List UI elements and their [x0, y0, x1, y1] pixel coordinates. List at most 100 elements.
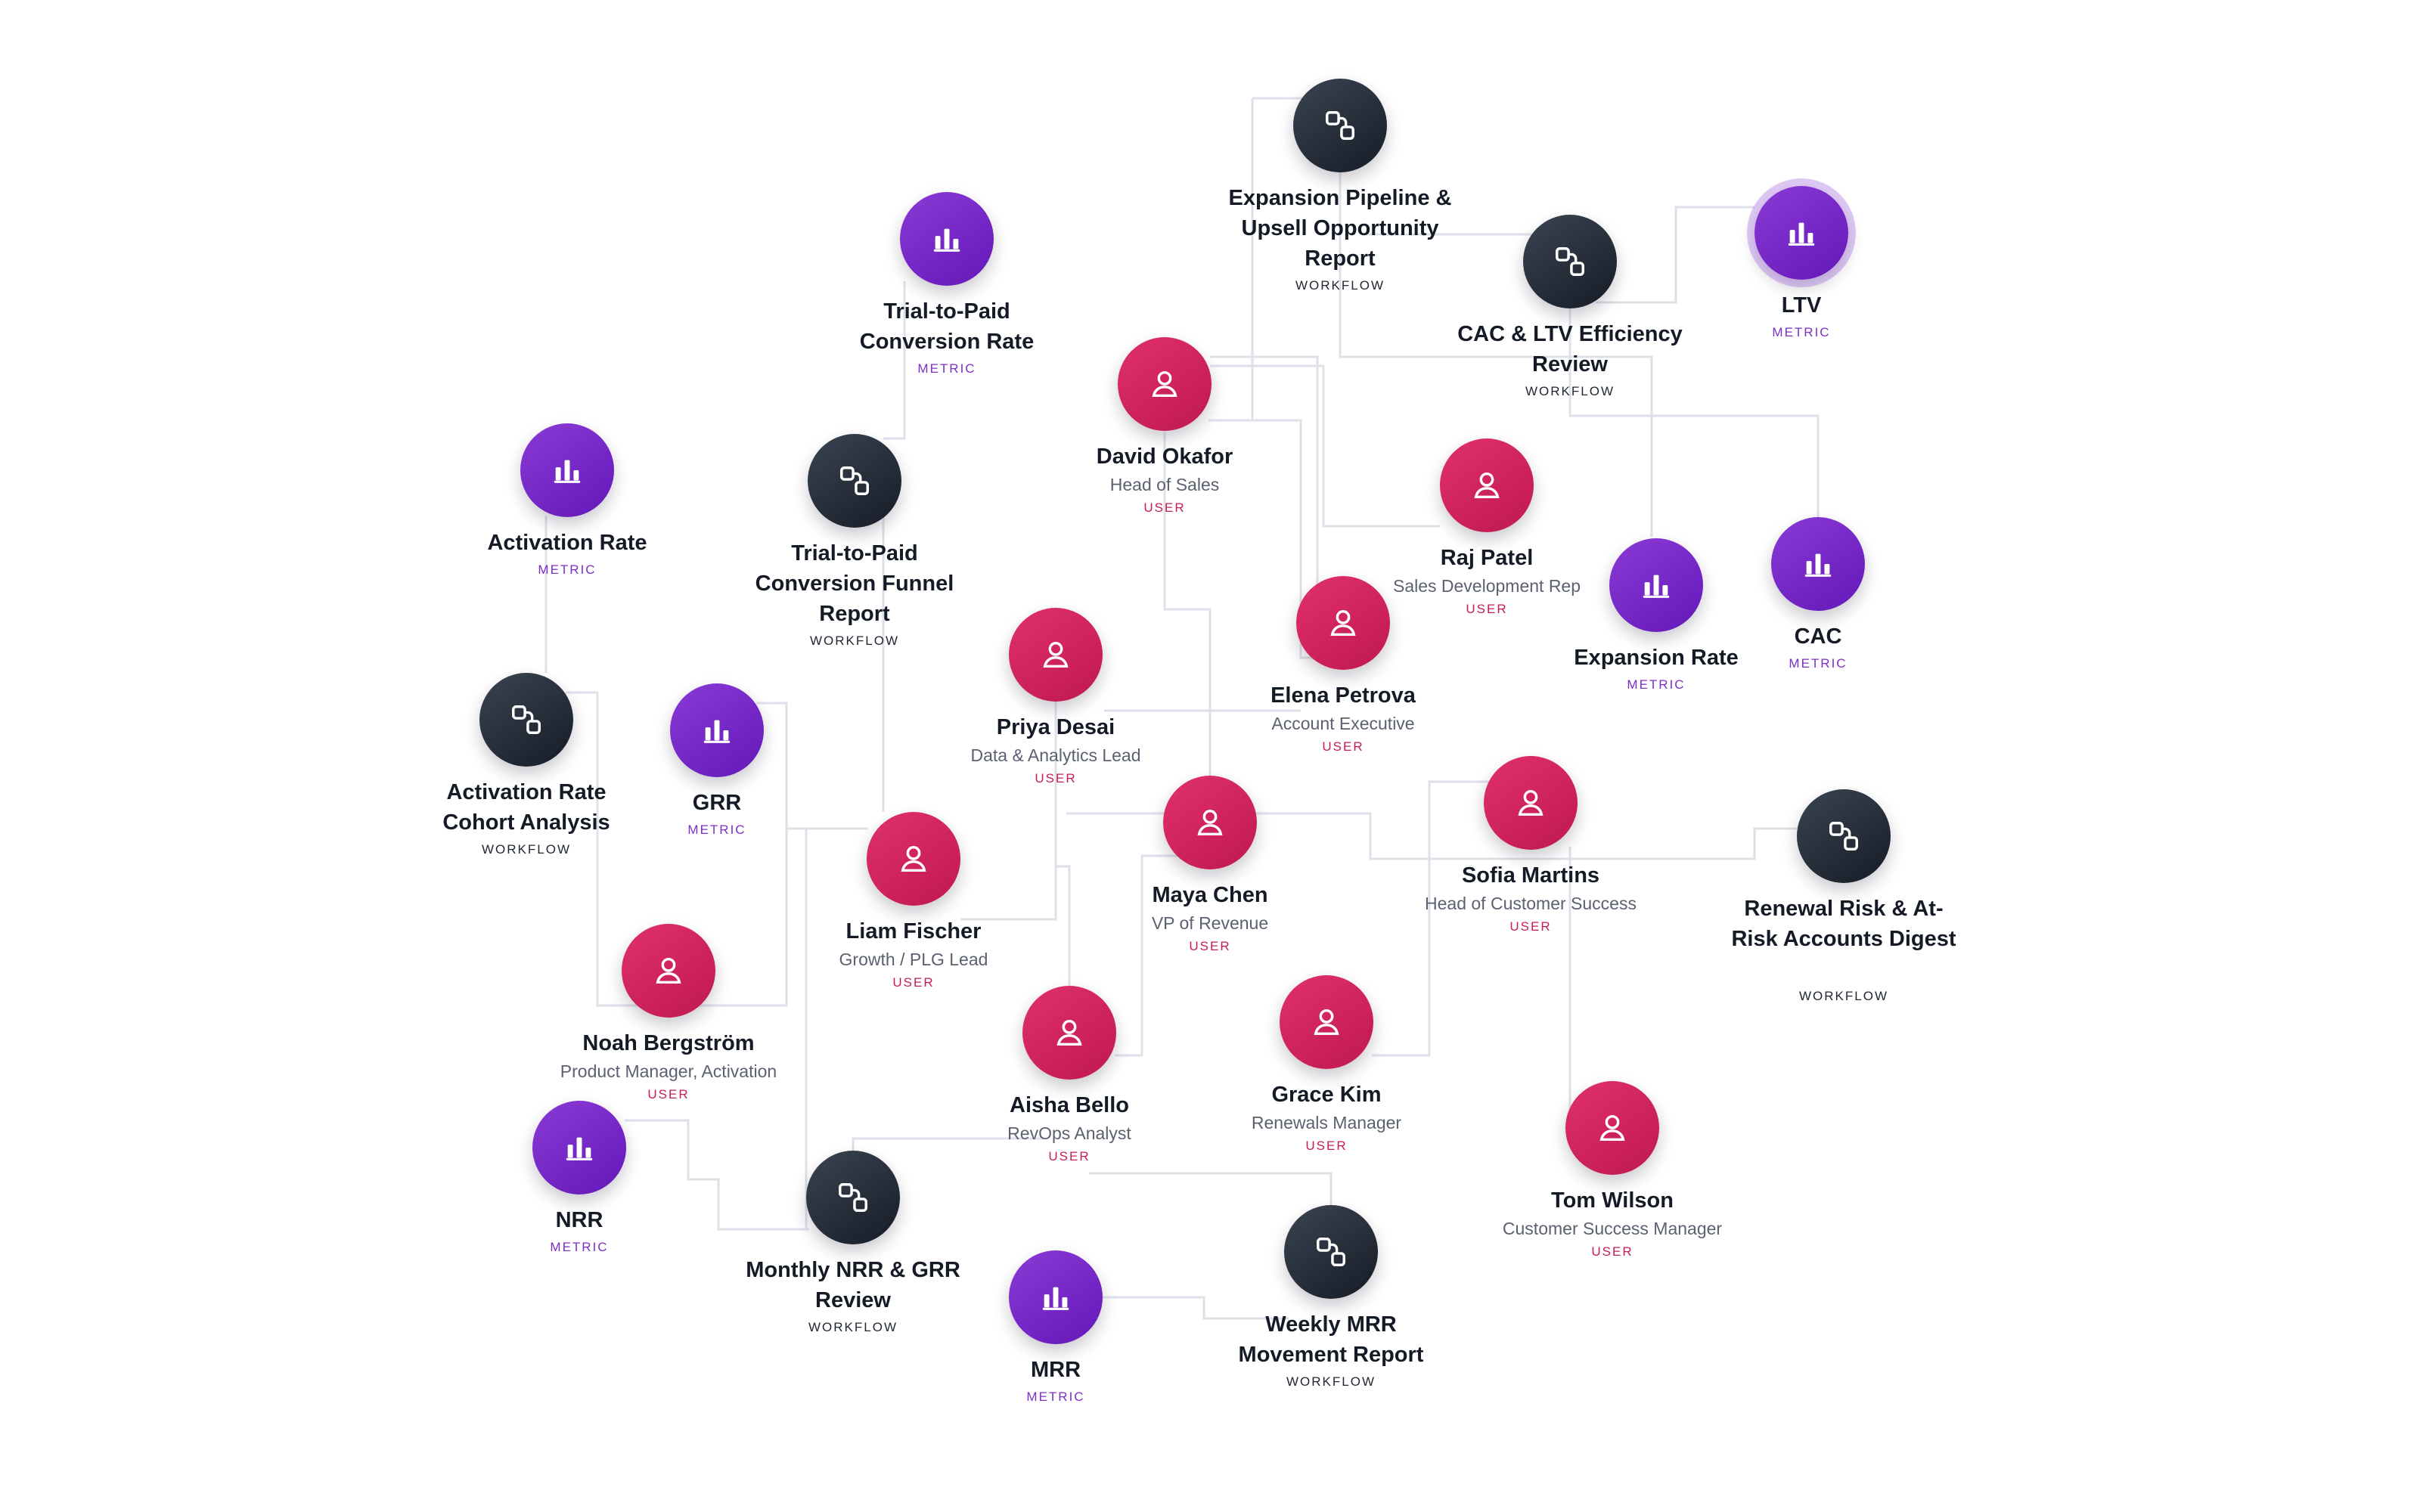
node-type-badge: WORKFLOW: [482, 842, 571, 857]
node-name: David Okafor: [1096, 445, 1233, 469]
node-type-badge: WORKFLOW: [1295, 278, 1385, 293]
node-type-badge: METRIC: [538, 562, 597, 577]
metric-node-circle[interactable]: [1009, 1250, 1103, 1344]
user-node-circle[interactable]: [1484, 756, 1578, 850]
node-type-badge: USER: [647, 1087, 690, 1101]
graph-edge: [960, 841, 1057, 921]
graph-edge: [1339, 172, 1653, 537]
node-type-badge: METRIC: [917, 361, 976, 376]
user-icon: [1038, 637, 1073, 672]
workflow-icon: [837, 463, 872, 498]
user-node-circle[interactable]: [1009, 608, 1103, 702]
graph-edge: [1210, 364, 1440, 528]
node-role: Sales Development Rep: [1392, 576, 1581, 596]
node-role: VP of Revenue: [1151, 913, 1269, 933]
bar-chart-icon: [1801, 547, 1835, 581]
node-role: Head of Customer Success: [1425, 894, 1637, 913]
node-type-badge: WORKFLOW: [1525, 384, 1615, 398]
graph-edge: [1210, 355, 1319, 658]
metric-node-circle[interactable]: [520, 423, 614, 517]
node-role: Renewals Manager: [1251, 1113, 1402, 1132]
node-name: Expansion Rate: [1574, 646, 1739, 670]
metric-node-circle[interactable]: [1771, 517, 1865, 611]
user-node-circle[interactable]: [1565, 1081, 1659, 1175]
workflow-node-circle[interactable]: [806, 1151, 900, 1244]
node-name: CAC: [1794, 624, 1842, 649]
workflow-node-circle[interactable]: [1284, 1205, 1378, 1299]
metric-node-circle[interactable]: [900, 192, 994, 286]
workflow-icon: [1826, 819, 1861, 854]
node-type-badge: WORKFLOW: [1286, 1374, 1376, 1389]
metric-node-circle[interactable]: [532, 1101, 626, 1194]
metric-node-circle[interactable]: [1609, 538, 1703, 632]
user-icon: [651, 953, 686, 988]
user-node-circle[interactable]: [1440, 438, 1534, 532]
user-node-circle[interactable]: [1022, 986, 1116, 1080]
graph-edge: [883, 281, 906, 440]
bar-chart-icon: [562, 1130, 597, 1165]
user-node-circle[interactable]: [867, 812, 960, 906]
graph-edge: [1163, 432, 1212, 776]
node-name: Elena Petrova: [1270, 683, 1416, 708]
workflow-node-circle[interactable]: [479, 673, 573, 767]
workflow-node-circle[interactable]: [808, 434, 901, 528]
node-type-badge: USER: [1035, 771, 1077, 785]
workflow-icon: [836, 1180, 870, 1215]
node-type-badge: WORKFLOW: [808, 1320, 898, 1334]
node-type-badge: METRIC: [550, 1240, 609, 1254]
workflow-icon: [1323, 108, 1357, 143]
user-node-circle[interactable]: [622, 924, 715, 1018]
node-name: GRR: [692, 791, 742, 815]
bar-chart-icon: [1784, 215, 1819, 250]
workflow-icon: [1553, 244, 1587, 279]
workflow-node-circle[interactable]: [1293, 79, 1387, 172]
user-node-circle[interactable]: [1296, 576, 1390, 670]
graph-edge: [1054, 702, 1071, 986]
node-role: Growth / PLG Lead: [839, 950, 988, 969]
user-icon: [1309, 1005, 1344, 1040]
user-node-circle[interactable]: [1280, 975, 1373, 1069]
graph-edge: [1372, 780, 1503, 1057]
node-name: Grace Kim: [1271, 1083, 1382, 1107]
node-role: Product Manager, Activation: [560, 1061, 777, 1081]
bar-chart-icon: [550, 453, 585, 488]
metric-node-circle[interactable]: [670, 683, 764, 777]
node-name: Raj Patel: [1440, 546, 1534, 570]
user-icon: [896, 841, 931, 876]
bar-chart-icon: [700, 713, 734, 748]
graph-edge: [1568, 308, 1820, 517]
workflow-node-circle[interactable]: [1797, 789, 1891, 883]
node-type-badge: USER: [1466, 602, 1508, 616]
user-icon: [1469, 468, 1504, 503]
node-name: Maya Chen: [1152, 883, 1268, 907]
metric-node-circle[interactable]: [1754, 186, 1848, 280]
user-node-circle[interactable]: [1163, 776, 1257, 869]
node-role: Head of Sales: [1109, 475, 1220, 494]
workflow-node-circle[interactable]: [1523, 215, 1617, 308]
user-node-circle[interactable]: [1118, 337, 1212, 431]
bar-chart-icon: [1038, 1280, 1073, 1315]
node-name: Priya Desai: [996, 715, 1115, 739]
graph-edge: [1066, 812, 1797, 860]
